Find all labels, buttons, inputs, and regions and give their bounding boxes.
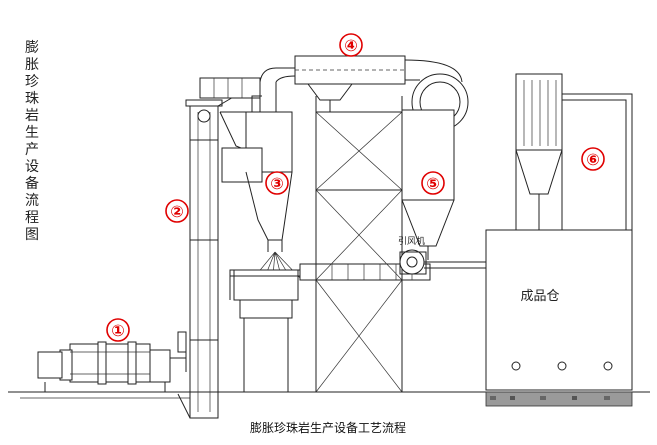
side-title-char: 珠	[25, 91, 39, 107]
side-title-char: 程	[25, 210, 39, 226]
top-separator	[294, 55, 406, 112]
side-title-char: 图	[25, 227, 39, 243]
rotary-dryer	[37, 331, 187, 392]
marker-3: ③	[265, 171, 289, 195]
svg-text:③: ③	[270, 174, 284, 193]
cyclone-inlet-duct	[404, 59, 463, 83]
storage-label: 成品仓	[520, 289, 559, 304]
svg-text:②: ②	[170, 202, 184, 221]
marker-5: ⑤	[421, 171, 445, 195]
marker-2: ②	[165, 199, 189, 223]
diagram-title: 膨胀珍珠岩生产设备流程图	[25, 39, 39, 243]
side-title-char: 岩	[25, 108, 39, 124]
svg-text:①: ①	[111, 321, 125, 340]
side-title-char: 备	[25, 175, 39, 192]
bucket-elevator	[177, 85, 250, 419]
side-title-char: 珍	[25, 74, 39, 90]
side-title-char: 生	[25, 125, 39, 141]
side-title-char: 流	[25, 193, 39, 209]
induced-draft-fan: 引风机	[398, 235, 486, 275]
top-duct	[199, 77, 261, 99]
expansion-furnace	[219, 67, 303, 393]
marker-1: ①	[106, 318, 130, 342]
svg-text:⑥: ⑥	[586, 150, 600, 169]
cyclone-separator	[401, 73, 469, 260]
finished-product-silo: 成品仓	[485, 229, 633, 407]
side-title-char: 膨	[25, 39, 39, 56]
svg-text:⑤: ⑤	[426, 174, 440, 193]
svg-text:④: ④	[344, 36, 358, 55]
marker-4: ④	[339, 33, 363, 57]
steel-frame-tower	[315, 96, 403, 393]
marker-6: ⑥	[581, 147, 605, 171]
side-title-char: 产	[25, 142, 39, 158]
side-title-char: 设	[25, 159, 39, 175]
bag-filter	[515, 73, 633, 262]
diagram-caption: 膨胀珍珠岩生产设备工艺流程	[250, 420, 406, 435]
fan-label: 引风机	[398, 235, 425, 247]
side-title-char: 胀	[25, 57, 39, 73]
